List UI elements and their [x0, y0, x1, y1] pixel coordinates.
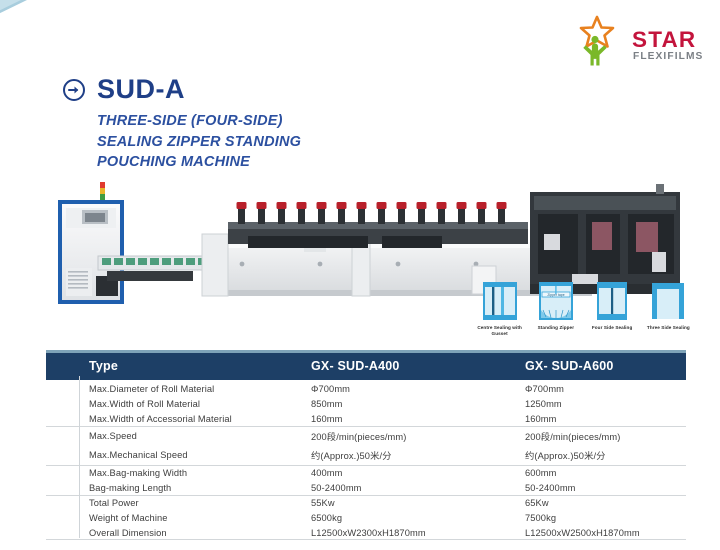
column-header-type: Type: [46, 353, 311, 380]
spec-cell-a600: 160mm: [525, 413, 557, 424]
bag-type-caption: Standing Zipper: [537, 325, 575, 330]
spec-cell-a600: 600mm: [525, 464, 686, 481]
table-row: Overall Dimension L12500xW2300xH1870mm L12…: [46, 526, 686, 541]
circle-arrow-right-icon: [62, 78, 86, 102]
subtitle-line-3: POUCHING MACHINE: [97, 154, 251, 171]
table-header: Type GX- SUD-A400 GX- SUD-A600: [46, 353, 686, 380]
spec-cell-a600: Φ700mm: [525, 384, 565, 394]
spec-cell-a400: 850mm: [311, 398, 343, 409]
spec-cell-a600: 7500kg: [525, 513, 557, 524]
spec-cell-type: Overall Dimension: [89, 528, 167, 539]
spec-cell-a600: L12500xW2500xH1870mm: [525, 528, 640, 539]
spec-cell-a400: L12500xW2300xH1870mm: [311, 528, 426, 539]
spec-cell-a400: 55Kw: [311, 495, 525, 511]
spec-cell-type: Total Power: [46, 495, 311, 511]
spec-cell-type: Max.Bag-making Width: [46, 464, 311, 481]
table-row: Bag-making Length 50-2400mm 50-2400mm: [46, 480, 686, 495]
bag-type-item: Four Side Sealing: [587, 280, 638, 336]
spec-cell-a600: 50-2400mm: [525, 482, 576, 493]
bag-type-item: Centre Sealing with Gusset: [474, 280, 525, 336]
infeed-conveyor: [97, 255, 219, 281]
standing-zipper-bag-icon: Zipper tape: [537, 280, 575, 322]
spec-cell-a400: 160mm: [311, 413, 343, 424]
corner-ribbon-decoration: [0, 0, 135, 75]
machine-photo: [52, 178, 697, 306]
svg-text:Zipper tape: Zipper tape: [547, 293, 564, 297]
spec-cell-type: Bag-making Length: [89, 482, 172, 493]
spec-cell-a600: 200段/min(pieces/mm): [525, 425, 686, 446]
table-body: Max.Diameter of Roll Material Φ700mm Φ700m…: [46, 380, 686, 540]
table-row: Max.Width of Roll Material 850mm 1250mm: [46, 396, 686, 411]
spec-cell-a400: Φ700mm: [311, 384, 351, 394]
spec-cell-type: Max.Width of Roll Material: [89, 398, 201, 409]
control-cabinet: [58, 200, 124, 304]
column-header-a400: GX- SUD-A400: [311, 353, 525, 380]
spec-cell-a600: 1250mm: [525, 398, 562, 409]
bag-type-item: Three Side Sealing: [643, 280, 694, 336]
logo-tagline-text: FLEXIFILMS: [633, 51, 703, 62]
table-row: Max.Diameter of Roll Material Φ700mm Φ700m…: [46, 380, 686, 396]
page-title: SUD-A: [97, 74, 185, 104]
logo-name-text: STAR: [632, 27, 696, 52]
table-row: Max.Mechanical Speed 约(Approx.)50米/分 约(App…: [46, 446, 686, 465]
page-subtitle: THREE-SIDE (FOUR-SIDE) SEALING ZIPPER ST…: [97, 111, 482, 173]
spec-cell-a400: 约(Approx.)50米/分: [311, 451, 392, 462]
three-side-sealing-bag-icon: [650, 280, 686, 322]
bag-type-item: Zipper tape Standing Zipper: [530, 280, 581, 336]
bag-type-caption: Four Side Sealing: [591, 325, 633, 330]
bag-type-legend: Centre Sealing with Gusset Zipper tape S…: [474, 280, 694, 336]
centre-sealing-gusset-bag-icon: [481, 280, 519, 322]
spec-cell-a600: 65Kw: [525, 495, 686, 511]
spec-cell-type: Max.Speed: [46, 425, 311, 446]
spec-cell-a400: 200段/min(pieces/mm): [311, 425, 525, 446]
spec-cell-type: Max.Width of Accessorial Material: [89, 413, 232, 424]
spec-cell-type: Max.Mechanical Speed: [89, 450, 188, 461]
bag-type-caption: Three Side Sealing: [646, 325, 690, 330]
bag-type-caption: Centre Sealing with Gusset: [477, 325, 522, 336]
table-bottom-rule: [46, 539, 686, 541]
table-header-row: Type GX- SUD-A400 GX- SUD-A600: [46, 353, 686, 380]
spec-cell-type: Max.Diameter of Roll Material: [89, 384, 215, 394]
spec-cell-a400: 50-2400mm: [311, 482, 362, 493]
table-top-accent: [46, 350, 686, 353]
heading-block: SUD-A THREE-SIDE (FOUR-SIDE) SEALING ZIP…: [62, 76, 482, 173]
sealing-stations: [228, 202, 528, 248]
table-row: Weight of Machine 6500kg 7500kg: [46, 511, 686, 526]
human-figure-icon: [583, 35, 607, 66]
spec-cell-a400: 6500kg: [311, 513, 343, 524]
table-left-rule: [79, 376, 80, 539]
specification-table: Type GX- SUD-A400 GX- SUD-A600 Max.Diame…: [46, 350, 686, 541]
column-header-a600: GX- SUD-A600: [525, 353, 686, 380]
table-row: Max.Width of Accessorial Material 160mm 16…: [46, 411, 686, 426]
spec-cell-a400: 400mm: [311, 464, 525, 481]
spec-cell-type: Weight of Machine: [89, 513, 168, 524]
star-flexifilms-logo: STAR FLEXIFILMS: [570, 14, 710, 70]
subtitle-line-1: THREE-SIDE (FOUR-SIDE): [97, 113, 283, 129]
subtitle-line-2: SEALING ZIPPER STANDING: [97, 133, 302, 150]
spec-cell-a600: 约(Approx.)50米/分: [525, 451, 606, 462]
unwinder-tower: [530, 184, 680, 294]
four-side-sealing-bag-icon: [595, 280, 629, 322]
